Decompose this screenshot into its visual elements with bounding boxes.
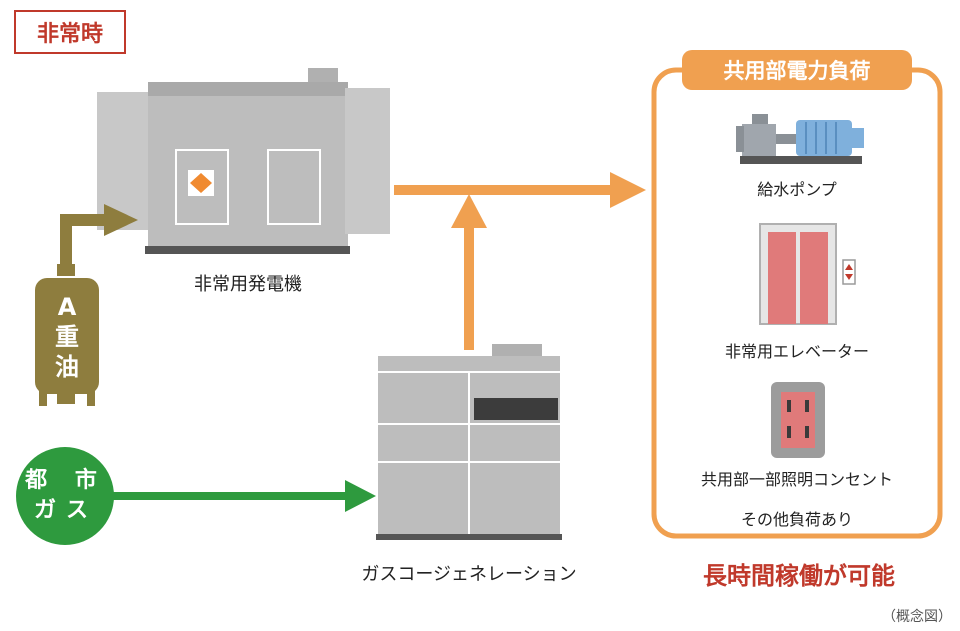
fuel-tank-label: A 重 油 (35, 292, 99, 382)
mode-badge: 非常時 (14, 10, 126, 54)
load-item-elevator: 非常用エレベーター (724, 342, 869, 361)
fuel-tank-line1: A (57, 293, 77, 321)
power-arrow-main (394, 172, 646, 208)
city-gas-icon (16, 447, 114, 545)
load-item-water-pump: 給水ポンプ (757, 180, 837, 199)
city-gas-line1: 都 市 (25, 468, 107, 493)
water-pump-icon (736, 114, 864, 164)
city-gas-line2: ガス (33, 498, 98, 523)
load-item-outlet: 共用部一部照明コンセント (700, 470, 893, 489)
generator-icon (97, 68, 390, 254)
elevator-icon (759, 223, 856, 325)
fuel-tank-line2: 重 (55, 323, 79, 351)
load-item-other: その他負荷あり (740, 510, 853, 529)
power-arrow-up (451, 194, 487, 350)
result-text: 長時間稼働が可能 (703, 562, 895, 590)
fuel-pipe (60, 204, 138, 270)
loads-panel-title: 共用部電力負荷 (682, 50, 912, 90)
generator-label: 非常用発電機 (194, 274, 302, 295)
city-gas-label: 都 市 ガス (16, 466, 116, 526)
outlet-icon (771, 382, 825, 458)
diagram-note: （概念図） (882, 609, 952, 625)
cogeneration-icon (376, 344, 562, 540)
fuel-tank-line3: 油 (55, 353, 79, 381)
fuel-tank-icon (35, 264, 99, 406)
cogeneration-label: ガスコージェネレーション (361, 564, 577, 585)
gas-arrow (112, 480, 376, 512)
